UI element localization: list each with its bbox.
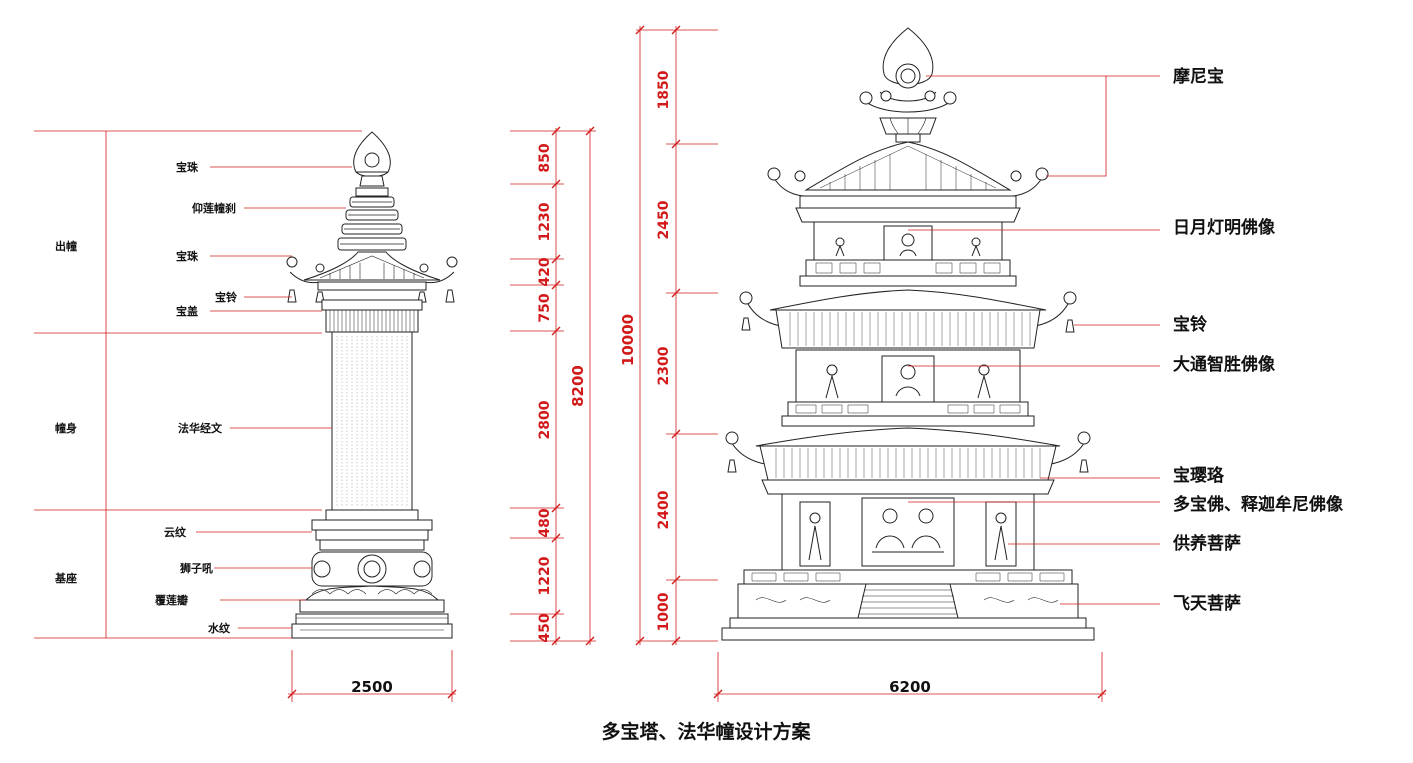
- pillar-height-dimensions: [510, 126, 596, 646]
- pagoda-ground-tier: [743, 493, 1073, 585]
- pagoda-part-label: 多宝佛、释迦牟尼佛像: [1173, 494, 1344, 515]
- pagoda-leaders: [908, 75, 1160, 605]
- pagoda-middle-roof: [739, 289, 1077, 349]
- pagoda-height-dimensions: [635, 25, 718, 646]
- pillar-section-label: 幢身: [55, 421, 77, 435]
- pagoda-middle-tier: [781, 349, 1035, 427]
- pagoda-finial: [859, 27, 957, 143]
- dimension-value: 850: [537, 143, 553, 172]
- pillar-width-value: 2500: [351, 678, 393, 696]
- pillar-finial: [353, 131, 391, 187]
- pillar-part-label: 宝铃: [215, 290, 237, 304]
- pagoda-top-tier: [799, 221, 1017, 287]
- pagoda-part-label: 宝璎珞: [1173, 465, 1225, 486]
- pillar-section-labels: 出幢 幢身 基座: [54, 239, 77, 585]
- pillar-part-label: 覆莲瓣: [155, 593, 188, 607]
- pillar-shaft: [331, 331, 413, 511]
- dimension-total: 10000: [619, 314, 637, 366]
- pillar-width-dimension: [287, 650, 457, 702]
- pillar-bells: [286, 256, 458, 303]
- pillar-part-label: 宝盖: [176, 304, 198, 318]
- pillar-section-guides: [34, 130, 362, 639]
- pagoda-part-label: 摩尼宝: [1173, 66, 1224, 87]
- pillar-base: [291, 509, 453, 639]
- pillar-lotus-spire: [337, 187, 407, 251]
- pillar-height-values: 850 1230 420 750 2800 480 1220 450 8200: [537, 143, 587, 642]
- pillar-parasol: [321, 299, 423, 333]
- dimension-value: 480: [537, 508, 553, 537]
- pagoda-elevation: [721, 27, 1095, 641]
- pillar-part-label: 宝珠: [176, 160, 199, 174]
- pillar-section-label: 基座: [54, 571, 77, 585]
- dimension-value: 1220: [537, 556, 553, 595]
- pillar-section-label: 出幢: [55, 239, 77, 253]
- dimension-value: 1850: [656, 70, 672, 109]
- pagoda-part-label: 宝铃: [1173, 314, 1207, 335]
- dimension-value: 750: [537, 293, 553, 322]
- dimension-value: 450: [537, 613, 553, 642]
- pagoda-part-label: 日月灯明佛像: [1173, 217, 1276, 238]
- pagoda-top-roof: [767, 141, 1049, 223]
- pillar-canopy-roof: [289, 251, 455, 291]
- pagoda-part-labels: 摩尼宝 日月灯明佛像 宝铃 大通智胜佛像 宝璎珞 多宝佛、释迦牟尼佛像 供养菩萨…: [1172, 66, 1344, 614]
- pillar-part-labels: 宝珠 仰莲幢刹 宝珠 宝铃 宝盖 法华经文 云纹 狮子吼 覆莲瓣 水纹: [155, 160, 237, 635]
- pillar-part-label: 云纹: [164, 525, 187, 539]
- dimension-total: 8200: [569, 365, 587, 407]
- pagoda-part-label: 供养菩萨: [1172, 533, 1241, 554]
- pillar-part-label: 水纹: [208, 621, 231, 635]
- dharma-pillar-elevation: [286, 131, 458, 639]
- pillar-part-label: 仰莲幢刹: [192, 201, 236, 215]
- pagoda-height-values: 1850 2450 2300 2400 1000 10000: [619, 70, 672, 631]
- dimension-value: 1000: [656, 592, 672, 631]
- dimension-value: 420: [537, 257, 553, 286]
- dimension-value: 2800: [537, 400, 553, 439]
- pagoda-lower-roof: [725, 427, 1091, 495]
- dimension-value: 1230: [537, 202, 553, 241]
- pillar-part-label: 宝珠: [176, 249, 199, 263]
- dimension-value: 2400: [656, 490, 672, 529]
- pagoda-width-value: 6200: [889, 678, 931, 696]
- pagoda-width-dimension: [713, 652, 1107, 702]
- pillar-part-label: 法华经文: [178, 421, 223, 435]
- dimension-value: 2300: [656, 346, 672, 385]
- dimension-value: 2450: [656, 200, 672, 239]
- drawing-title: 多宝塔、法华幢设计方案: [601, 720, 811, 743]
- pillar-part-label: 狮子吼: [179, 561, 213, 575]
- pagoda-part-label: 飞天菩萨: [1173, 593, 1241, 614]
- pagoda-platform: [721, 583, 1095, 641]
- pillar-leaders: [196, 166, 352, 629]
- pagoda-part-label: 大通智胜佛像: [1173, 354, 1276, 375]
